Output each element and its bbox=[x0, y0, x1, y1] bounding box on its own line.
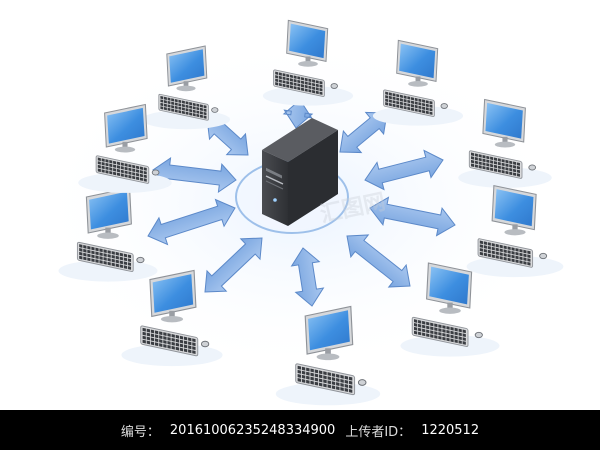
monitor-stand bbox=[447, 302, 453, 310]
monitor-base bbox=[494, 141, 516, 148]
monitor-base bbox=[439, 307, 461, 314]
client-shadow bbox=[400, 335, 500, 357]
monitor-base bbox=[114, 146, 136, 153]
monitor-stand bbox=[183, 81, 189, 88]
monitor-base bbox=[160, 315, 184, 323]
monitor-base bbox=[316, 353, 340, 361]
mouse bbox=[357, 379, 367, 386]
double-arrow bbox=[204, 237, 263, 293]
monitor-screen bbox=[429, 266, 469, 305]
monitor-base bbox=[176, 85, 196, 92]
footer-uploader-value: 1220512 bbox=[421, 422, 480, 438]
client-computer bbox=[78, 103, 172, 193]
client-shadow bbox=[466, 256, 564, 278]
keyboard bbox=[95, 155, 150, 184]
monitor-screen bbox=[485, 102, 523, 139]
keyboard bbox=[76, 241, 134, 272]
monitor-screen bbox=[152, 274, 194, 313]
client-shadow bbox=[458, 167, 552, 188]
keyboard bbox=[411, 316, 469, 347]
client-group bbox=[58, 19, 564, 406]
keyboard bbox=[477, 238, 534, 268]
mouse bbox=[330, 83, 338, 89]
footer-id-label: 编号： bbox=[120, 424, 160, 440]
footer-uploader-label: 上传者ID： bbox=[345, 424, 412, 440]
keyboard bbox=[383, 89, 435, 117]
mouse bbox=[474, 331, 483, 339]
monitor-base bbox=[298, 60, 318, 67]
keyboard bbox=[273, 69, 325, 97]
client-computer bbox=[372, 39, 464, 126]
client-shadow bbox=[372, 106, 464, 126]
monitor-stand bbox=[122, 141, 128, 149]
double-arrow bbox=[369, 196, 456, 237]
monitor-base bbox=[408, 80, 428, 87]
monitor-stand bbox=[305, 56, 311, 64]
double-arrow bbox=[152, 156, 237, 194]
client-computer bbox=[275, 305, 381, 406]
footer-id-value: 20161006235248334900 bbox=[169, 422, 336, 438]
monitor-stand bbox=[169, 310, 175, 319]
keyboard bbox=[158, 93, 209, 121]
monitor-stand bbox=[512, 224, 518, 232]
client-computer bbox=[458, 98, 552, 188]
double-arrow bbox=[290, 247, 325, 307]
mouse bbox=[539, 252, 548, 260]
mouse bbox=[211, 107, 219, 113]
image-info-footer: 编号： 20161006235248334900 上传者ID： 1220512 bbox=[0, 410, 600, 450]
monitor-base bbox=[504, 229, 526, 236]
double-arrow bbox=[346, 234, 411, 288]
keyboard bbox=[468, 150, 523, 179]
mouse bbox=[136, 256, 145, 264]
mouse bbox=[151, 169, 160, 176]
double-arrow bbox=[147, 198, 236, 246]
monitor-base bbox=[97, 232, 119, 239]
monitor-screen bbox=[107, 107, 145, 144]
monitor-screen bbox=[494, 189, 534, 227]
monitor-stand bbox=[502, 136, 508, 144]
client-computer bbox=[142, 45, 230, 130]
mouse bbox=[440, 103, 448, 109]
keyboard bbox=[295, 363, 356, 396]
client-computer bbox=[466, 184, 564, 278]
mouse bbox=[528, 164, 537, 171]
keyboard bbox=[140, 325, 199, 357]
monitor-stand bbox=[105, 227, 111, 235]
client-computer bbox=[262, 19, 354, 106]
monitor-screen bbox=[399, 43, 436, 79]
double-arrow bbox=[364, 149, 444, 191]
network-illustration: 汇图网 bbox=[30, 19, 570, 406]
monitor-screen bbox=[89, 191, 129, 230]
mouse bbox=[200, 340, 210, 348]
monitor-stand bbox=[415, 76, 421, 84]
arrow-group bbox=[147, 99, 456, 307]
monitor-screen bbox=[308, 310, 350, 351]
client-computer bbox=[58, 187, 158, 282]
monitor-screen bbox=[169, 49, 205, 83]
monitor-stand bbox=[325, 348, 331, 356]
monitor-screen bbox=[289, 23, 326, 59]
server-tower bbox=[262, 118, 338, 226]
client-shadow bbox=[262, 86, 354, 106]
client-computer bbox=[121, 269, 223, 367]
client-computer bbox=[400, 262, 500, 357]
